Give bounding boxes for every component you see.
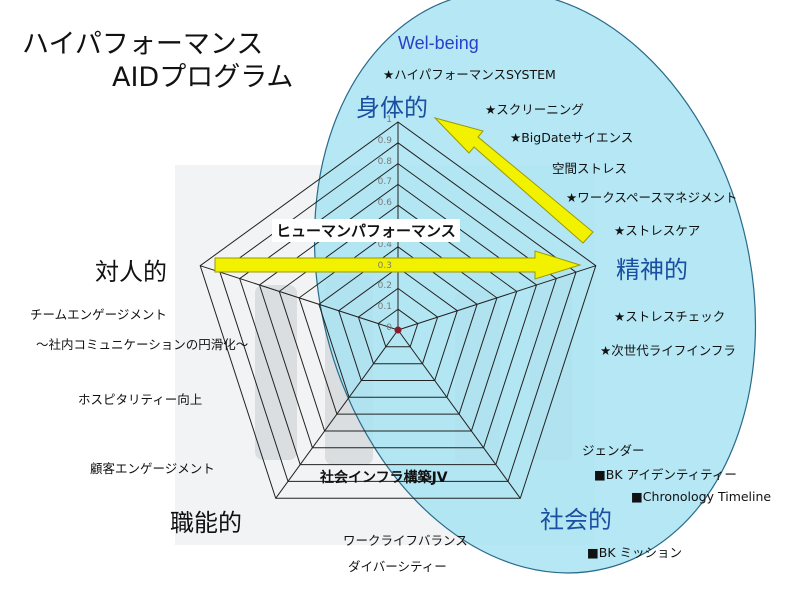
radar-tick-label: 0.9 (377, 135, 392, 146)
note-high-performance-system: ★ハイパフォーマンスSYSTEM (383, 67, 556, 82)
note-diversity: ダイバーシティー (348, 559, 447, 574)
radar-ring (338, 266, 458, 381)
person-silhouette (255, 285, 297, 460)
note-bk-mission: ■BK ミッション (587, 545, 683, 560)
note-spatial-stress: 空間ストレス (552, 161, 628, 176)
radar-ring (219, 142, 577, 482)
note-work-life-balance: ワークライフバランス (343, 533, 468, 548)
note-stress-care: ★ストレスケア (614, 223, 701, 238)
note-team-engagement: チームエンゲージメント (30, 307, 167, 322)
radar-tick-label: 0.1 (377, 302, 392, 313)
radar-spoke (200, 265, 399, 331)
radar-tick-label: 0.8 (377, 156, 392, 167)
axis-label-top: 身体的 (356, 94, 428, 122)
note-stress-check: ★ストレスチェック (614, 309, 726, 324)
radar-tick-label: 0.7 (377, 177, 392, 188)
radar-ring (199, 121, 597, 499)
axis-label-bottom-left: 職能的 (170, 509, 242, 537)
radar-ring (377, 308, 419, 348)
radar-spoke (397, 329, 521, 499)
human-performance-banner: ヒューマンパフォーマンス (272, 219, 460, 242)
social-infra-banner: 社会インフラ構築JV (320, 470, 448, 486)
title-line-2: AIDプログラム (112, 62, 294, 93)
radar-tick-label: 0.6 (377, 198, 392, 209)
diagonal-arrow (433, 117, 594, 244)
note-customer-engagement: 顧客エンゲージメント (90, 461, 215, 476)
axis-label-left: 対人的 (95, 258, 167, 286)
note-bk-identity: ■BK アイデンティティー (594, 467, 737, 482)
note-hospitality: ホスピタリティー向上 (78, 392, 203, 407)
radar-tick-label: 0 (386, 323, 392, 333)
radar-tick-label: 0.2 (377, 281, 392, 292)
title-line-1: ハイパフォーマンス (22, 29, 264, 60)
wellbeing-label: Wel-being (398, 33, 479, 53)
radar-spoke (397, 265, 596, 331)
radar-ring (278, 204, 518, 432)
radar-ring (357, 287, 439, 365)
note-chronology-timeline: ■Chronology Timeline (631, 489, 772, 504)
note-internal-communication: ～社内コミュニケーションの円滑化～ (36, 337, 249, 352)
axis-label-bottom-right: 社会的 (540, 506, 612, 534)
radar-tick-label: 1 (386, 115, 392, 125)
radar-ring (318, 246, 478, 398)
radar-spoke (275, 329, 399, 499)
radar-tick-label: 0.3 (377, 260, 392, 271)
horizontal-arrow (214, 250, 582, 280)
note-gender: ジェンダー (582, 443, 645, 458)
radar-tick-label: 0.4 (377, 239, 392, 250)
note-workspace-management: ★ワークスペースマネジメント (566, 190, 738, 205)
origin-point (394, 326, 402, 334)
radar-ring (298, 225, 498, 415)
note-screening: ★スクリーニング (485, 102, 584, 117)
note-bigdata-science: ★BigDateサイエンス (510, 130, 634, 145)
note-next-gen-life-infra: ★次世代ライフインフラ (600, 343, 736, 358)
axis-label-right: 精神的 (616, 256, 688, 284)
